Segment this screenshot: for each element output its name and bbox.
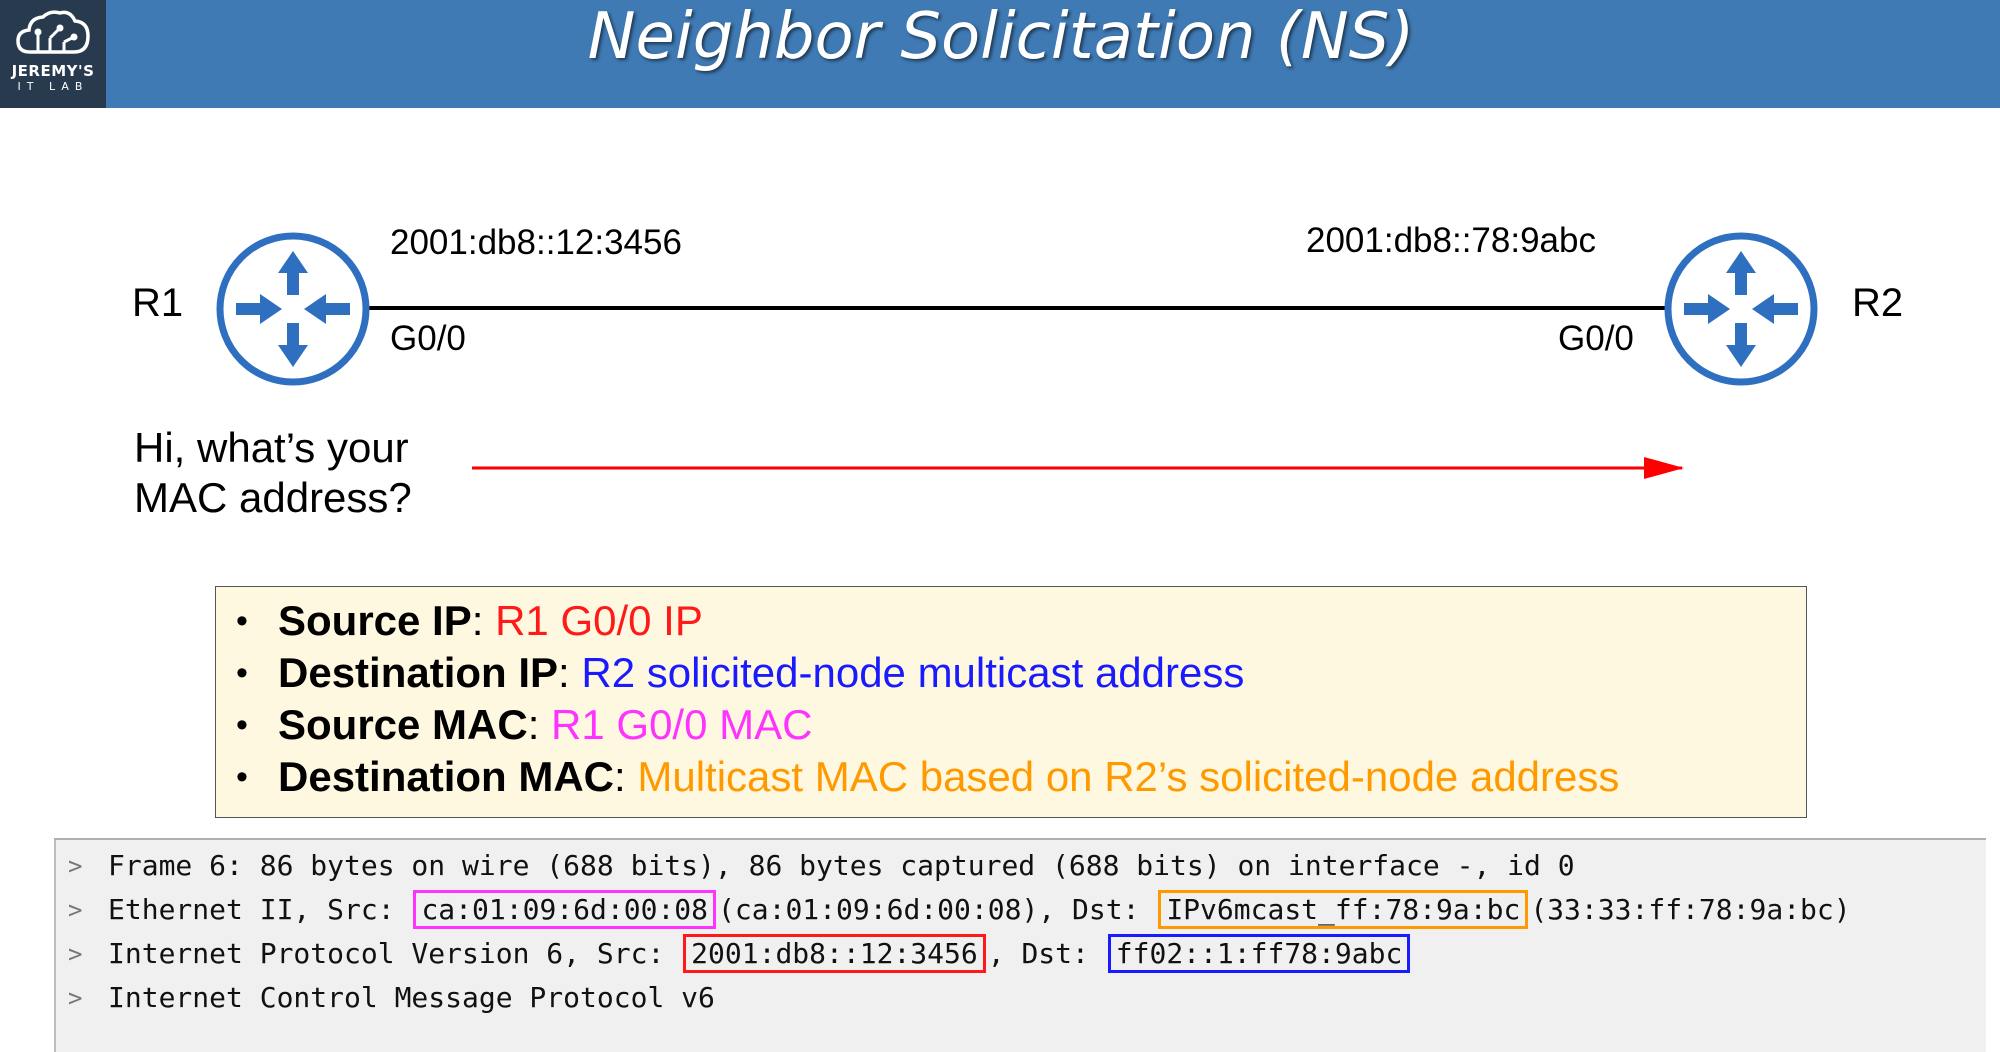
packet-fields-box: • Source IP: R1 G0/0 IP • Destination IP… [215, 586, 1807, 818]
bullet-value: R1 G0/0 IP [495, 597, 703, 644]
bullet-icon: • [236, 654, 248, 692]
r2-ip-label: 2001:db8::78:9abc [1306, 221, 1596, 260]
logo-subtitle: IT LAB [17, 80, 89, 93]
capture-row-icmpv6[interactable]: > Internet Control Message Protocol v6 [54, 976, 1986, 1020]
bullet-key: Source MAC [278, 701, 528, 748]
message-line-2: MAC address? [134, 474, 412, 521]
page-title: Neighbor Solicitation (NS) [587, 0, 1415, 74]
ethernet-summary: Ethernet II, Src: ca:01:09:6d:00:08(ca:0… [108, 888, 1851, 932]
expand-arrow-icon[interactable]: > [68, 896, 83, 924]
router-r2-icon [1664, 232, 1818, 386]
expand-arrow-icon[interactable]: > [68, 984, 83, 1012]
bullet-separator: : [614, 753, 626, 800]
packet-capture-panel: > Frame 6: 86 bytes on wire (688 bits), … [54, 838, 1986, 1052]
panel-border [54, 840, 56, 1052]
r1-interface-label: G0/0 [390, 319, 466, 358]
bullet-separator: : [527, 701, 540, 748]
r1-ip-label: 2001:db8::12:3456 [390, 223, 682, 262]
bullet-icon: • [236, 706, 248, 744]
bullet-source-ip: • Source IP: R1 G0/0 IP [232, 595, 1806, 647]
eth-src-mac: ca:01:09:6d:00:08 [413, 890, 717, 929]
eth-prefix: Ethernet II, Src: [108, 893, 412, 926]
ipv6-prefix: Internet Protocol Version 6, Src: [108, 937, 682, 970]
bullet-value: Multicast MAC based on R2’s solicited-no… [637, 753, 1620, 800]
capture-row-frame[interactable]: > Frame 6: 86 bytes on wire (688 bits), … [54, 844, 1986, 888]
ipv6-mid: , Dst: [987, 937, 1106, 970]
ipv6-dst-addr: ff02::1:ff78:9abc [1107, 934, 1411, 973]
logo: JEREMY'S IT LAB [0, 0, 106, 108]
logo-name: JEREMY'S [11, 62, 95, 80]
capture-row-ipv6[interactable]: > Internet Protocol Version 6, Src: 2001… [54, 932, 1986, 976]
bullet-icon: • [236, 758, 248, 796]
bullet-value: R2 solicited-node multicast address [581, 649, 1245, 696]
capture-row-ethernet[interactable]: > Ethernet II, Src: ca:01:09:6d:00:08(ca… [54, 888, 1986, 932]
router-r1-icon [216, 232, 370, 386]
eth-mid: (ca:01:09:6d:00:08), Dst: [718, 893, 1157, 926]
bullet-key: Destination IP [278, 649, 559, 696]
network-diagram: R1 R2 2001:db8::12:3456 2001:db8::78:9ab… [132, 221, 1903, 521]
bullet-key: Destination MAC [278, 753, 614, 800]
eth-dst-mac: IPv6mcast_ff:78:9a:bc [1158, 890, 1529, 929]
router-r2-label: R2 [1852, 281, 1903, 325]
frame-summary: Frame 6: 86 bytes on wire (688 bits), 86… [108, 849, 1575, 882]
bullet-key: Source IP [278, 597, 472, 644]
bullet-destination-mac: • Destination MAC: Multicast MAC based o… [232, 751, 1806, 803]
expand-arrow-icon[interactable]: > [68, 852, 83, 880]
bullet-value: R1 G0/0 MAC [551, 701, 813, 748]
bullet-separator: : [471, 597, 484, 644]
bullet-destination-ip: • Destination IP: R2 solicited-node mult… [232, 647, 1806, 699]
icmpv6-summary: Internet Control Message Protocol v6 [108, 981, 715, 1014]
ipv6-src-addr: 2001:db8::12:3456 [683, 934, 986, 973]
router-r1-label: R1 [132, 281, 183, 325]
message-line-1: Hi, what’s your [134, 424, 409, 471]
r2-interface-label: G0/0 [1558, 319, 1634, 358]
eth-suffix: (33:33:ff:78:9a:bc) [1530, 893, 1851, 926]
cloud-circuit-icon [16, 10, 90, 54]
bullet-separator: : [558, 649, 570, 696]
bullet-icon: • [236, 602, 248, 640]
expand-arrow-icon[interactable]: > [68, 940, 83, 968]
bullet-source-mac: • Source MAC: R1 G0/0 MAC [232, 699, 1806, 751]
ipv6-summary: Internet Protocol Version 6, Src: 2001:d… [108, 932, 1412, 976]
title-bar: JEREMY'S IT LAB Neighbor Solicitation (N… [0, 0, 2000, 108]
